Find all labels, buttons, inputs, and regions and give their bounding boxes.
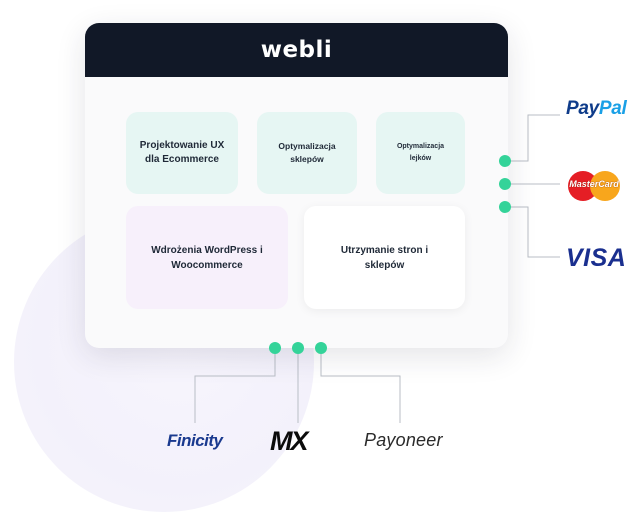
paypal-logo: PayPal [566,98,627,120]
connector-finicity [194,354,276,423]
connector-dot-right-2 [499,178,511,190]
paypal-logo-pay: Pay [566,98,599,119]
mastercard-logo-text: MasterCard [569,179,619,189]
connector-paypal [510,114,560,162]
finicity-logo: Finicity [167,431,223,450]
connector-dot-bottom-3 [315,342,327,354]
connector-dot-bottom-1 [269,342,281,354]
visa-logo: VISA [566,244,627,272]
connector-payoneer [320,354,401,423]
payoneer-logo: Payoneer [364,430,443,450]
connector-dot-right-3 [499,201,511,213]
mastercard-yellow-circle [590,171,620,201]
mx-logo: MX [270,426,308,456]
webli-logo[interactable]: webli [260,37,333,63]
connector-visa [510,206,560,258]
paypal-logo-pal: Pal [598,98,627,119]
connector-dot-right-1 [499,155,511,167]
header-bar: webli [85,23,508,77]
mastercard-logo: MasterCard [564,168,624,204]
connector-dot-bottom-2 [292,342,304,354]
